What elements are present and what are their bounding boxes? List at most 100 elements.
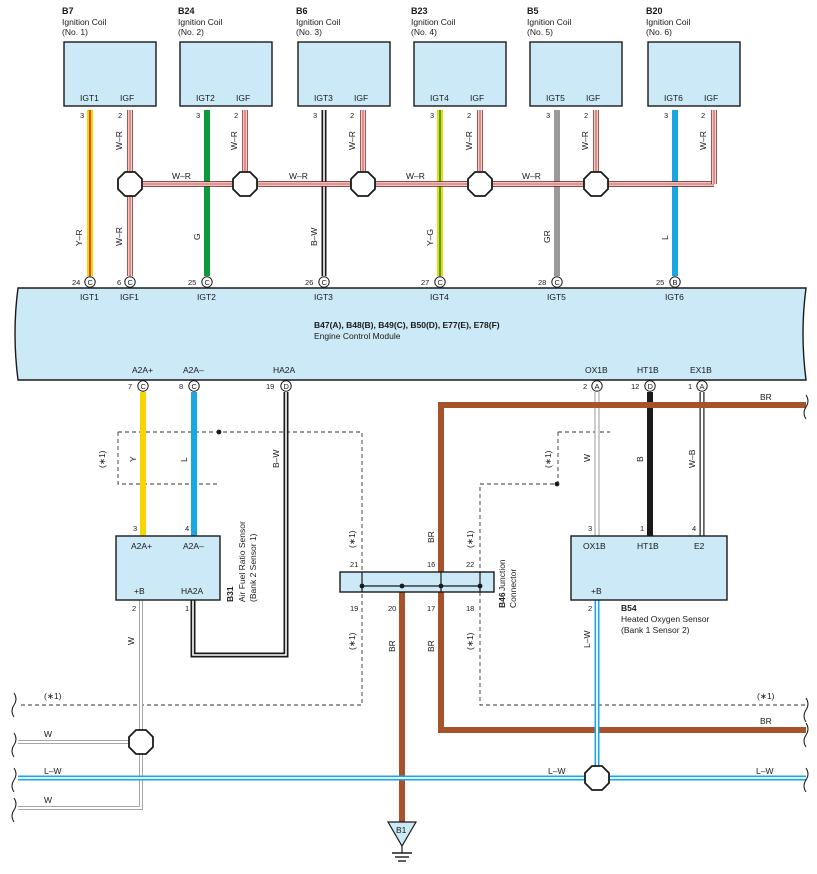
wire-label: W–R: [114, 227, 124, 246]
pin-number: 2: [588, 604, 592, 613]
pin-label: A2A–: [183, 541, 204, 551]
pin-number: 2: [234, 111, 238, 120]
wire-label: L–W: [582, 631, 592, 648]
pin-number: 7: [128, 382, 132, 391]
junction-box: [339, 571, 495, 593]
coil-4: B23 Ignition Coil (No. 4) IGT4 IGF: [411, 6, 507, 107]
wire-label: BR: [426, 640, 436, 652]
wire-label: W–R: [347, 131, 357, 150]
pin-letter: C: [438, 278, 444, 287]
wire-label: Y–G: [425, 229, 435, 246]
wire-label: W–R: [172, 171, 191, 181]
wire-label: B: [635, 456, 645, 462]
junction-name: Junction: [497, 559, 507, 591]
af-sensor-box: [115, 535, 221, 601]
star-note: (∗1): [543, 450, 553, 468]
wire-label: W: [44, 729, 52, 739]
pin-letter: C: [128, 278, 134, 287]
pin-label: HT1B: [637, 365, 659, 375]
connector-pin-icon: [644, 380, 656, 392]
pin-letter: C: [192, 382, 198, 391]
wire-label: W: [126, 637, 136, 645]
pin-number: 25: [656, 278, 664, 287]
ecm-bottom-pins: A2A+ A2A– HA2A OX1B HT1B EX1B: [132, 365, 712, 375]
coil-pin-numbers: 3 2 3 2 3 2 3 2 3 2 3 2: [80, 111, 705, 120]
pin-label: IGT4: [430, 292, 449, 302]
coil-id: B23: [411, 6, 428, 16]
coil-pin-igt: IGT1: [80, 93, 99, 103]
connector-pin-icon: [280, 380, 292, 392]
o2-sensor-id: B54: [621, 603, 637, 613]
connector-pin-icon: [696, 380, 708, 392]
coil-pin-igf: IGF: [470, 93, 484, 103]
shield-lines: [18, 429, 806, 706]
coil-pin-igt: IGT2: [196, 93, 215, 103]
coil-number: (No. 1): [62, 27, 88, 37]
coil-id: B20: [646, 6, 663, 16]
pin-label: +B: [591, 586, 602, 596]
pin-number: 3: [664, 111, 668, 120]
pin-label: A2A–: [183, 365, 204, 375]
connector-pin-icon: [137, 380, 149, 392]
pin-label: IGT6: [665, 292, 684, 302]
pin-letter: A: [700, 382, 705, 391]
o2-sensor-name: Heated Oxygen Sensor: [621, 614, 710, 624]
wire-label: L–W: [756, 766, 773, 776]
coil-name: Ignition Coil: [646, 17, 691, 27]
ecm-top-pins: C 24 IGT1 C 6 IGF1 C 25 IGT2 C 26 IGT3 C…: [72, 276, 684, 302]
pin-number: 24: [72, 278, 80, 287]
pin-letter: C: [555, 278, 561, 287]
wire-label: L: [179, 457, 189, 462]
top-wire-labels: W–R W–R W–R W–R W–R W–R W–R W–R W–R W–R …: [74, 131, 708, 246]
coil-name: Ignition Coil: [411, 17, 456, 27]
star-note: (∗1): [465, 530, 475, 548]
heated-oxygen-sensor: 3 1 4 OX1B HT1B E2 +B 2 B54 Heated Oxyge…: [570, 524, 728, 635]
pin-number: 19: [266, 382, 274, 391]
pin-number: 2: [701, 111, 705, 120]
o2-sensor-box: [570, 535, 728, 601]
pin-number: 3: [430, 111, 434, 120]
splice-point-icon: [467, 171, 493, 197]
pin-letter: C: [141, 382, 147, 391]
coil-number: (No. 4): [411, 27, 437, 37]
coil-box: [297, 41, 391, 107]
pin-number: 20: [388, 604, 396, 613]
coil-id: B24: [178, 6, 195, 16]
wire-label: BR: [760, 716, 772, 726]
splice-point-icon: [584, 765, 610, 791]
pin-number: 18: [466, 604, 474, 613]
coil-name: Ignition Coil: [527, 17, 572, 27]
wire-label: L: [660, 235, 670, 240]
pin-label: IGT2: [197, 292, 216, 302]
coil-number: (No. 3): [296, 27, 322, 37]
igt-wires: [87, 110, 678, 276]
star-note: (∗1): [347, 632, 357, 650]
lower-wire-labels: Y L B–W (∗1) (∗1) BR (∗1) (∗1) W B W–B B…: [44, 392, 775, 805]
connector-pin-icon: [84, 276, 96, 288]
pin-number: 28: [538, 278, 546, 287]
pin-label: IGT5: [547, 292, 566, 302]
wire-label: L–W: [44, 766, 61, 776]
coil-1: B7 Ignition Coil (No. 1) IGT1 IGF: [62, 6, 157, 107]
pin-number: 1: [640, 524, 644, 533]
splice-point-icon: [232, 171, 258, 197]
pin-number: 3: [313, 111, 317, 120]
pin-label: IGT1: [80, 292, 99, 302]
pin-letter: C: [88, 278, 94, 287]
wire-label: W–R: [698, 131, 708, 150]
wire-label: W: [582, 454, 592, 462]
pin-letter: C: [322, 278, 328, 287]
coil-id: B7: [62, 6, 74, 16]
pin-label: A2A+: [132, 365, 153, 375]
pin-number: 2: [467, 111, 471, 120]
coil-box: [529, 41, 623, 107]
af-sensor-name: Air Fuel Ratio Sensor: [237, 521, 247, 602]
pin-label: +B: [134, 586, 145, 596]
wire-label: Y–R: [74, 229, 84, 246]
wire-label: W–R: [464, 131, 474, 150]
splice-point-icon: [128, 729, 154, 755]
coil-name: Ignition Coil: [178, 17, 223, 27]
connector-pin-icon: [318, 276, 330, 288]
pin-number: 25: [188, 278, 196, 287]
